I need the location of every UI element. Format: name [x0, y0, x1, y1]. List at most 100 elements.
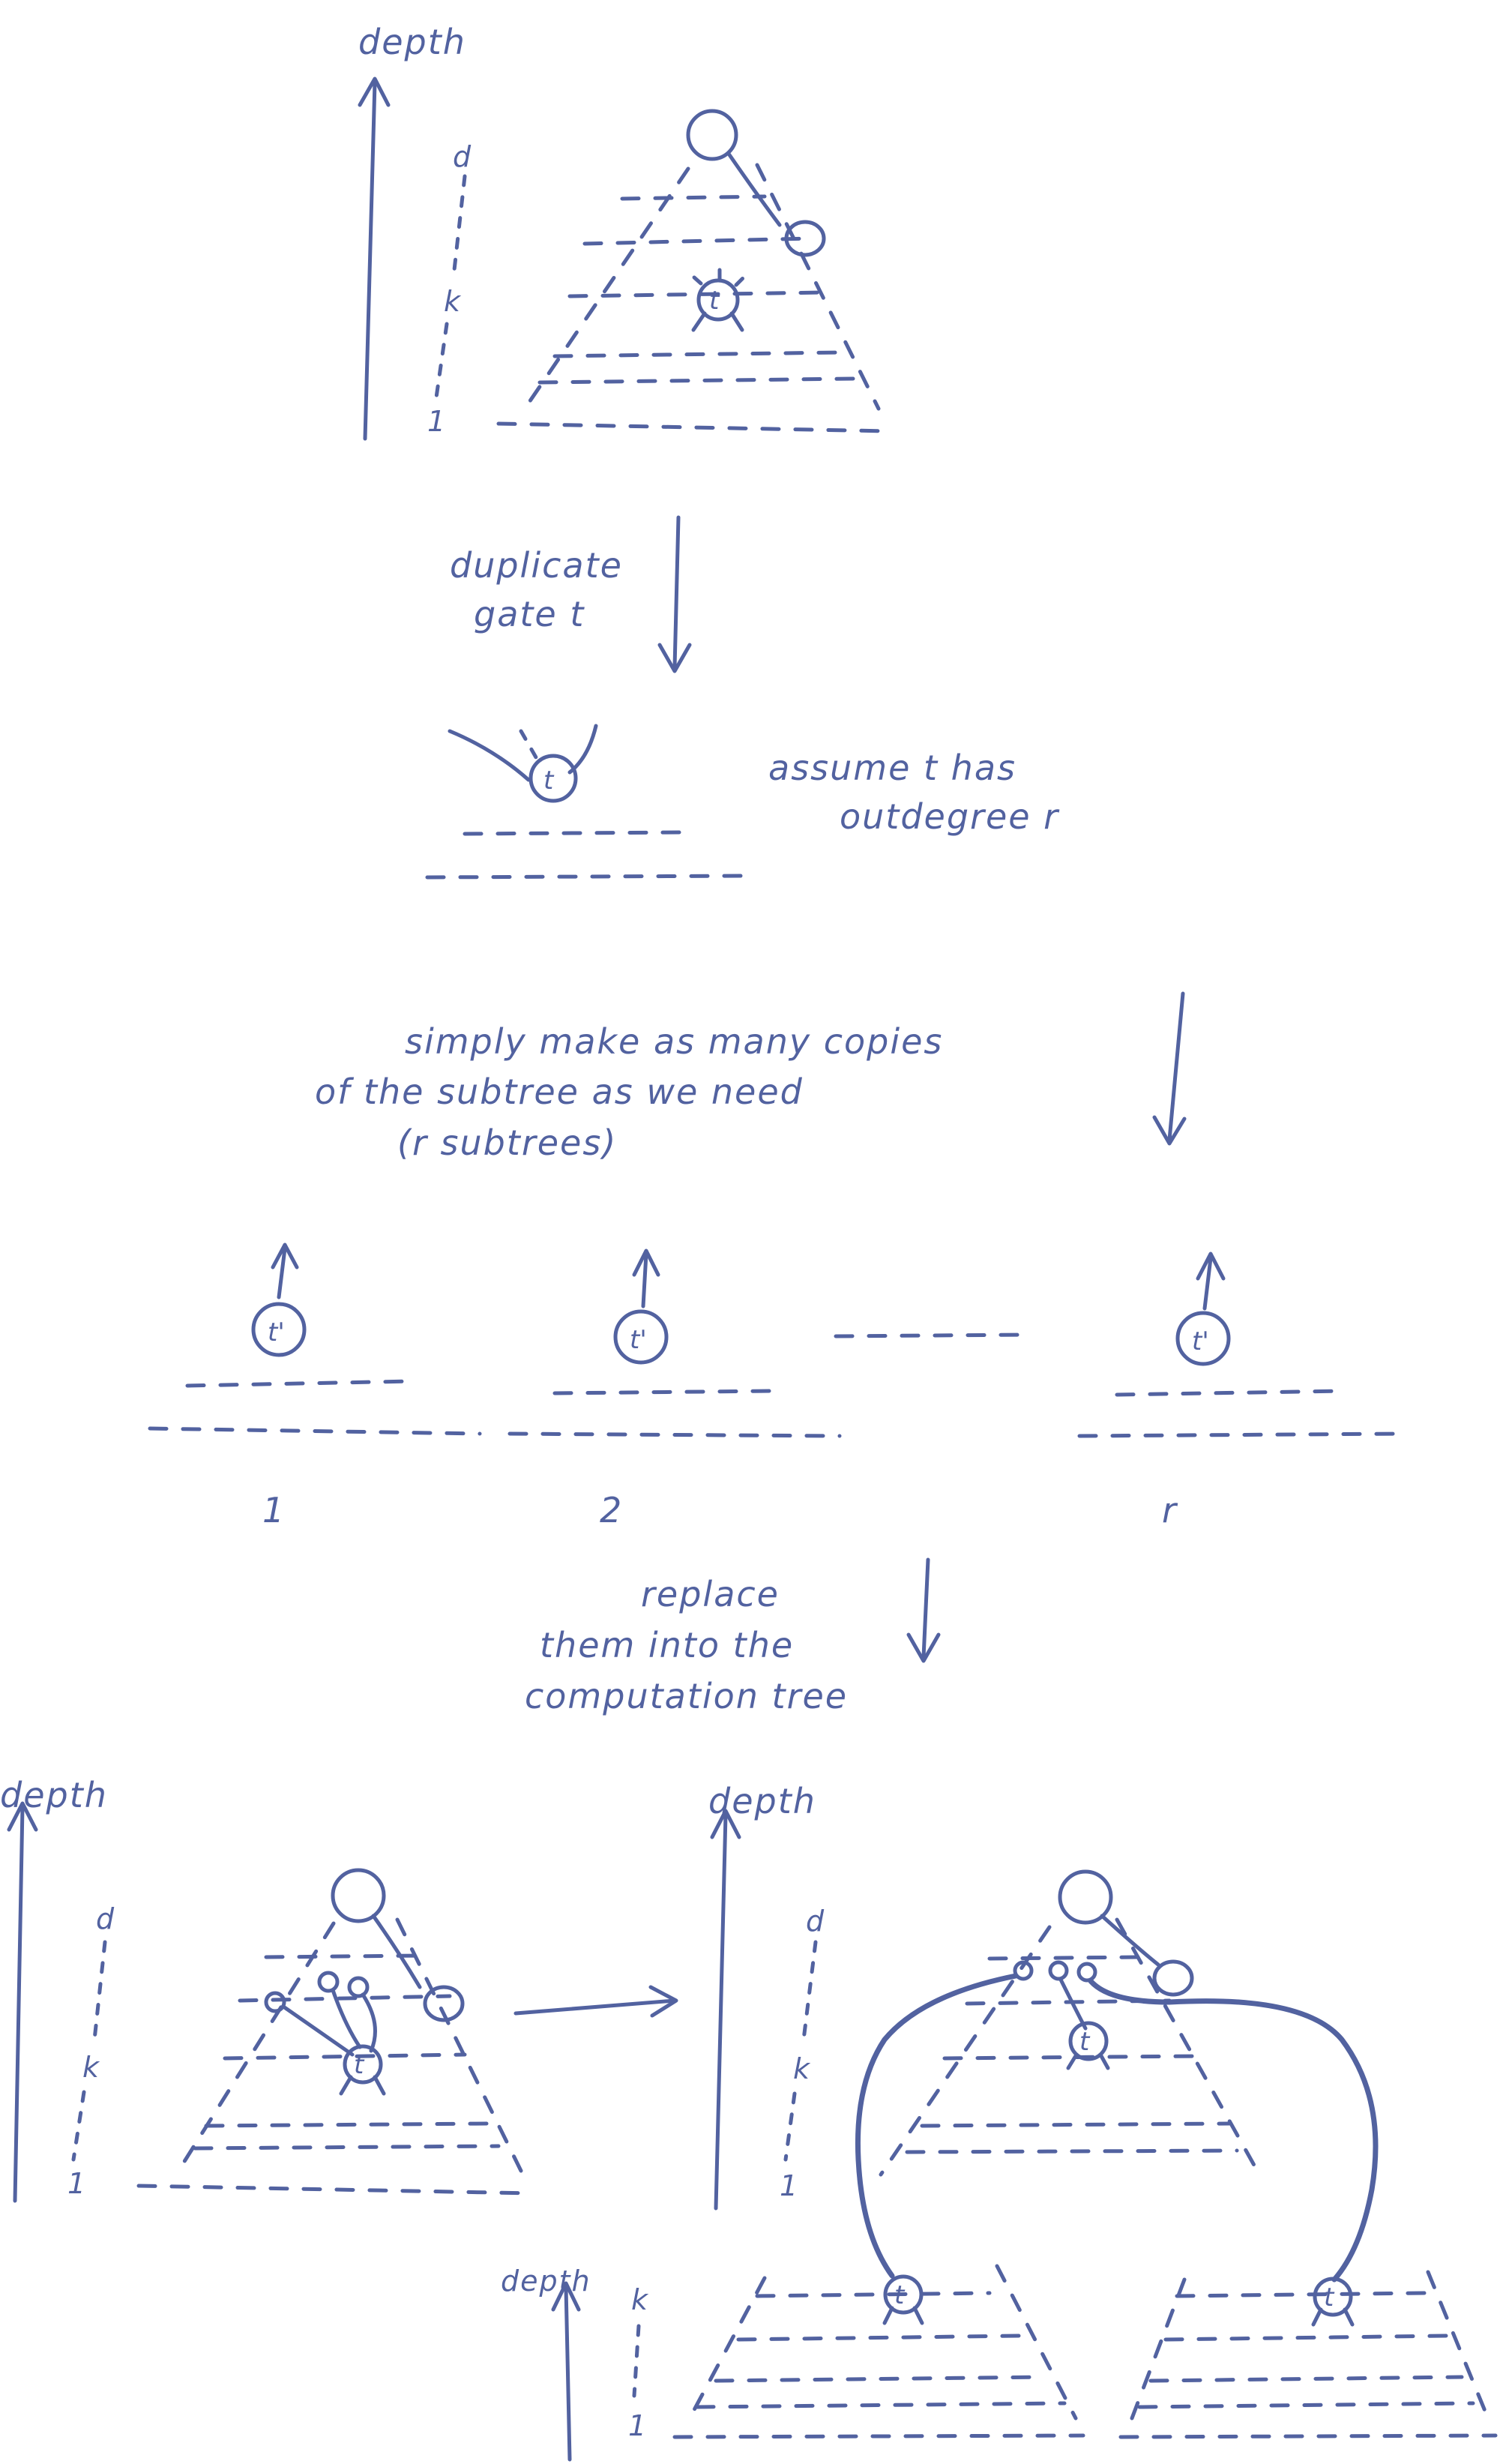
parent-port-node: [347, 1976, 370, 1998]
depth-axis-arrowhead: [358, 76, 391, 107]
right-tree-right-side: [1115, 1917, 1262, 2177]
level-axis-dash-bottom: [632, 2324, 641, 2398]
left-copy-level-line: [736, 2334, 1022, 2342]
copies-arrow: [1167, 991, 1185, 1142]
gate-t-node-left: [343, 2044, 383, 2085]
left-copy-gate-t-node: [883, 2274, 924, 2315]
gate-t-input-edges: [691, 311, 744, 332]
copy-r-level-line: [1115, 1389, 1344, 1397]
copy-r-index: r: [1162, 1490, 1178, 1530]
depth-axis-bottom-label: depth: [501, 2265, 591, 2298]
root-node-right: [1058, 1869, 1113, 1925]
gate-t-edge-3: [361, 1992, 377, 2053]
right-copy-level-line: [1148, 2375, 1464, 2383]
depth-axis-label: depth: [358, 22, 466, 62]
copy-2-index: 2: [600, 1490, 623, 1530]
right-copy-right-side: [1426, 2270, 1490, 2421]
detail-level-line: [463, 830, 684, 836]
root-node-left: [331, 1868, 386, 1923]
gate-t-edge-1: [281, 2004, 355, 2057]
depth-axis-left-label: depth: [0, 1775, 108, 1815]
parent-port-node: [1048, 1960, 1069, 1981]
right-tree-left-side: [879, 1925, 1052, 2177]
tree-level-line: [620, 194, 767, 201]
level-axis-dash-upper: [452, 174, 467, 272]
depth-axis-left: [13, 1805, 25, 2203]
detached-subtrees: depth k 1 t t: [501, 2264, 1498, 2462]
tree-level-line: [204, 2121, 490, 2128]
edge-to-copy-left: [855, 1973, 1019, 2279]
gate-t-edge-kept: [1058, 1977, 1088, 2031]
subtree-copy-r: t' r: [1077, 1251, 1404, 1530]
right-copy-base-line: [1118, 2433, 1498, 2439]
copy-1-out-arrowhead: [271, 1242, 299, 1269]
level-k-label-bottom: k: [631, 2283, 649, 2316]
tree-level-line: [942, 2054, 1202, 2061]
level-1-label-bottom: 1: [628, 2409, 648, 2442]
gate-t-out-edge-mid: [519, 729, 538, 760]
assume-label-line1: assume t has: [768, 748, 1016, 788]
child-node-left: [423, 1985, 465, 2022]
left-copy-level-line: [695, 2401, 1067, 2409]
depth-axis-right-label: depth: [708, 1781, 816, 1821]
copy-1-level-line: [185, 1379, 415, 1388]
duplicate-arrowhead: [657, 643, 692, 673]
replace-label-line2: them into the: [540, 1625, 794, 1665]
right-copy-input-edges: [1311, 2307, 1355, 2327]
level-k-label-left: k: [82, 2051, 100, 2084]
duplicate-label-line2: gate t: [474, 594, 585, 634]
subtree-copy-1: t' 1: [148, 1242, 482, 1530]
copy-2-level-line: [552, 1389, 774, 1395]
left-copy-level-line: [755, 2291, 992, 2298]
tree-level-line: [264, 1953, 422, 1959]
left-copy-base-line: [672, 2433, 1085, 2439]
copy-2-level-line: [507, 1431, 842, 1438]
copies-label-line3: (r subtrees): [397, 1123, 617, 1163]
gate-t-output-edges: [684, 264, 752, 287]
parent-port-node: [264, 1991, 286, 2013]
level-d-label-right: d: [806, 1905, 825, 1938]
right-copy-left-side: [1130, 2277, 1187, 2421]
left-copy-gate-t-label: t: [894, 2280, 906, 2310]
replace-arrow: [921, 1557, 930, 1659]
gate-t-input-edges-right: [1066, 2052, 1110, 2070]
copy-1-index: 1: [262, 1490, 286, 1530]
tree-level-line: [920, 2121, 1232, 2128]
right-copy-gate-t-label: t: [1324, 2283, 1335, 2313]
tree-left-side: [522, 166, 690, 411]
duplicate-label-line1: duplicate: [450, 545, 623, 586]
level-1-label: 1: [427, 405, 447, 438]
copy-r-node-label: t': [1192, 1326, 1209, 1356]
level-axis-dash-right: [801, 1940, 818, 2042]
copy-1-out-edge: [277, 1246, 287, 1299]
level-k-label-right: k: [793, 2052, 811, 2085]
replace-label-line3: computation tree: [525, 1676, 848, 1716]
root-edge: [726, 151, 782, 227]
copies-label-line2: of the subtree as we need: [315, 1072, 804, 1112]
right-copy-gate-t-node: [1313, 2277, 1353, 2317]
edge-to-copy-right: [1088, 1978, 1379, 2283]
replace-arrowhead: [906, 1632, 941, 1663]
gate-t-input-edges-left: [339, 2075, 386, 2096]
depth-axis-right-arrowhead: [710, 1809, 741, 1839]
gate-t-edge-2: [331, 1988, 362, 2049]
copy-r-level-line: [1077, 1431, 1404, 1438]
depth-axis-bottom: [564, 2285, 572, 2462]
left-tree-left-side: [174, 1921, 336, 2177]
parent-port-node: [1013, 1960, 1034, 1981]
gate-t-out-edge-left: [448, 729, 531, 782]
left-copy-input-edges: [882, 2306, 924, 2325]
transform-arrow: [513, 1998, 677, 2016]
tree-level-line: [223, 2052, 467, 2061]
level-1-label-left: 1: [67, 2167, 87, 2200]
level-axis-dash-left: [71, 2090, 86, 2162]
level-k-label: k: [444, 285, 462, 318]
level-axis-dash-left: [92, 1940, 107, 2042]
replace-step: replace them into the computation tree: [525, 1557, 941, 1716]
tree-right-side: [755, 163, 881, 411]
copy-1-node: [251, 1302, 307, 1357]
copy-r-node: [1175, 1311, 1231, 1366]
gate-t-label-left: t: [354, 2050, 365, 2080]
level-d-label-left: d: [96, 1902, 115, 1935]
level-d-label: d: [453, 140, 472, 173]
